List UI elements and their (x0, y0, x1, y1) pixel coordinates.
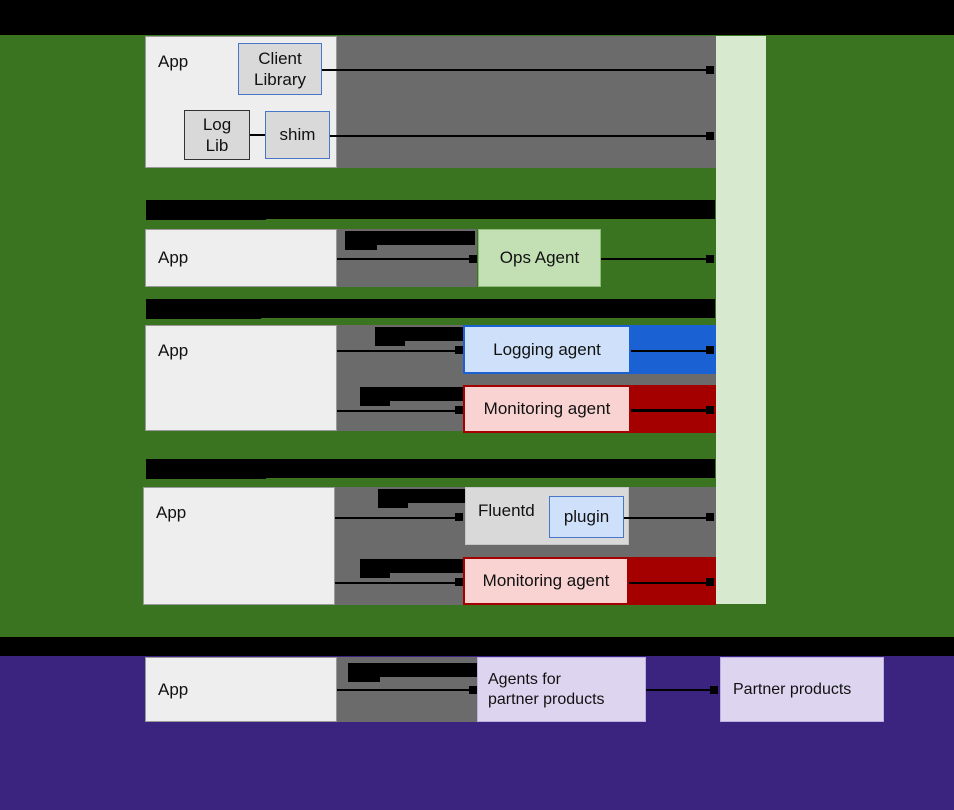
row2-arrow-label-redaction (345, 231, 475, 245)
plugin-label: plugin (563, 507, 610, 527)
row3-monitoring-arrow-label-redaction (360, 387, 470, 401)
log-lib-label: Log Lib (202, 114, 232, 155)
partner-products-label: Partner products (733, 680, 852, 698)
connector-shim-endpoint (706, 132, 714, 140)
row4-app-box: App (143, 487, 335, 605)
logging-agent-blue-strip (631, 325, 716, 374)
row3-app-label: App (158, 341, 189, 360)
log-lib-box: Log Lib (184, 110, 250, 160)
row4-monitoring-arrow-label-redaction (360, 559, 470, 573)
legacy-section-label-redaction-tail (146, 313, 261, 319)
connector-row4-app-to-monitoring-agent (335, 582, 457, 584)
connector-monitoring-agent-out-row4 (629, 582, 710, 584)
managed-service-column (716, 36, 766, 604)
legacy-section-label-redaction (146, 299, 715, 318)
connector-row2-app-to-ops-agent (337, 258, 472, 260)
black-divider-band (0, 637, 954, 656)
connector-row5-app-endpoint (469, 686, 477, 694)
connector-row2-app-endpoint (469, 255, 477, 263)
connector-logging-agent-out (631, 350, 710, 352)
connector-row4-fluentd-endpoint (455, 513, 463, 521)
connector-shim-out (330, 135, 710, 137)
connector-row3-app-to-logging-agent (337, 350, 457, 352)
monitoring-agent-red-strip-row4 (629, 557, 716, 605)
shim-box: shim (265, 111, 330, 159)
ops-agent-section-label-redaction (146, 200, 715, 219)
connector-loglib-to-shim (250, 134, 265, 136)
row3-monitoring-arrow-label-redaction-tail (360, 400, 390, 406)
row4-app-label: App (156, 503, 187, 522)
fluentd-label: Fluentd (478, 501, 535, 520)
client-library-label: Client Library (254, 48, 306, 89)
row2-app-label: App (158, 248, 189, 268)
row3-logging-arrow-label-redaction (375, 327, 485, 341)
partner-agents-label: Agents for partner products (488, 670, 605, 708)
ops-agent-label: Ops Agent (499, 248, 580, 268)
monitoring-agent-box-row4: Monitoring agent (463, 557, 629, 605)
connector-monitoring-agent-out-row3 (631, 409, 710, 412)
partner-products-box: Partner products (720, 657, 884, 722)
connector-partner-products-endpoint (710, 686, 718, 694)
monitoring-agent-label-row4: Monitoring agent (482, 571, 610, 591)
connector-row3-monitoring-endpoint (455, 406, 463, 414)
row3-logging-arrow-label-redaction-tail (375, 340, 405, 346)
fluentd-section-label-redaction-tail (146, 473, 266, 479)
partner-agents-box: Agents for partner products (477, 657, 646, 722)
row4-monitoring-arrow-label-redaction-tail (360, 572, 390, 578)
client-library-box: Client Library (238, 43, 322, 95)
fluentd-section-label-redaction (146, 459, 715, 478)
row5-arrow-label-redaction (348, 663, 478, 677)
row5-app-box: App (145, 657, 337, 722)
connector-row3-logging-endpoint (455, 346, 463, 354)
monitoring-agent-box-row3: Monitoring agent (463, 385, 631, 433)
row5-arrow-label-redaction-tail (348, 676, 380, 682)
connector-client-library-endpoint (706, 66, 714, 74)
connector-plugin-endpoint (706, 513, 714, 521)
connector-logging-agent-endpoint (706, 346, 714, 354)
row1-gray-strip (337, 36, 716, 168)
connector-monitoring-agent-endpoint-row4 (706, 578, 714, 586)
logging-agent-label: Logging agent (493, 339, 601, 359)
monitoring-agent-label-row3: Monitoring agent (483, 399, 611, 419)
logging-agent-box: Logging agent (463, 325, 631, 374)
row4-fluentd-arrow-label-redaction (378, 489, 488, 503)
row3-app-box: App (145, 325, 337, 431)
row2-app-box: App (145, 229, 337, 287)
connector-row3-app-to-monitoring-agent (337, 410, 457, 412)
row2-arrow-label-redaction-tail (345, 244, 377, 250)
ops-agent-section-label-redaction-tail (146, 214, 266, 220)
connector-row5-app-to-partner-agents (337, 689, 472, 691)
connector-ops-agent-out (601, 258, 710, 260)
connector-row4-app-to-fluentd (335, 517, 457, 519)
connector-row4-monitoring-endpoint (455, 578, 463, 586)
row4-fluentd-arrow-label-redaction-tail (378, 502, 408, 508)
shim-label: shim (279, 125, 316, 145)
ops-agent-box: Ops Agent (478, 229, 601, 287)
connector-plugin-out (624, 517, 710, 519)
connector-client-library-out (322, 69, 710, 71)
row1-app-label: App (158, 52, 189, 71)
row5-app-label: App (158, 679, 189, 699)
fluentd-plugin-box: plugin (549, 496, 624, 538)
connector-monitoring-agent-endpoint-row3 (706, 406, 714, 414)
connector-partner-agents-to-products (646, 689, 714, 691)
connector-ops-agent-endpoint (706, 255, 714, 263)
